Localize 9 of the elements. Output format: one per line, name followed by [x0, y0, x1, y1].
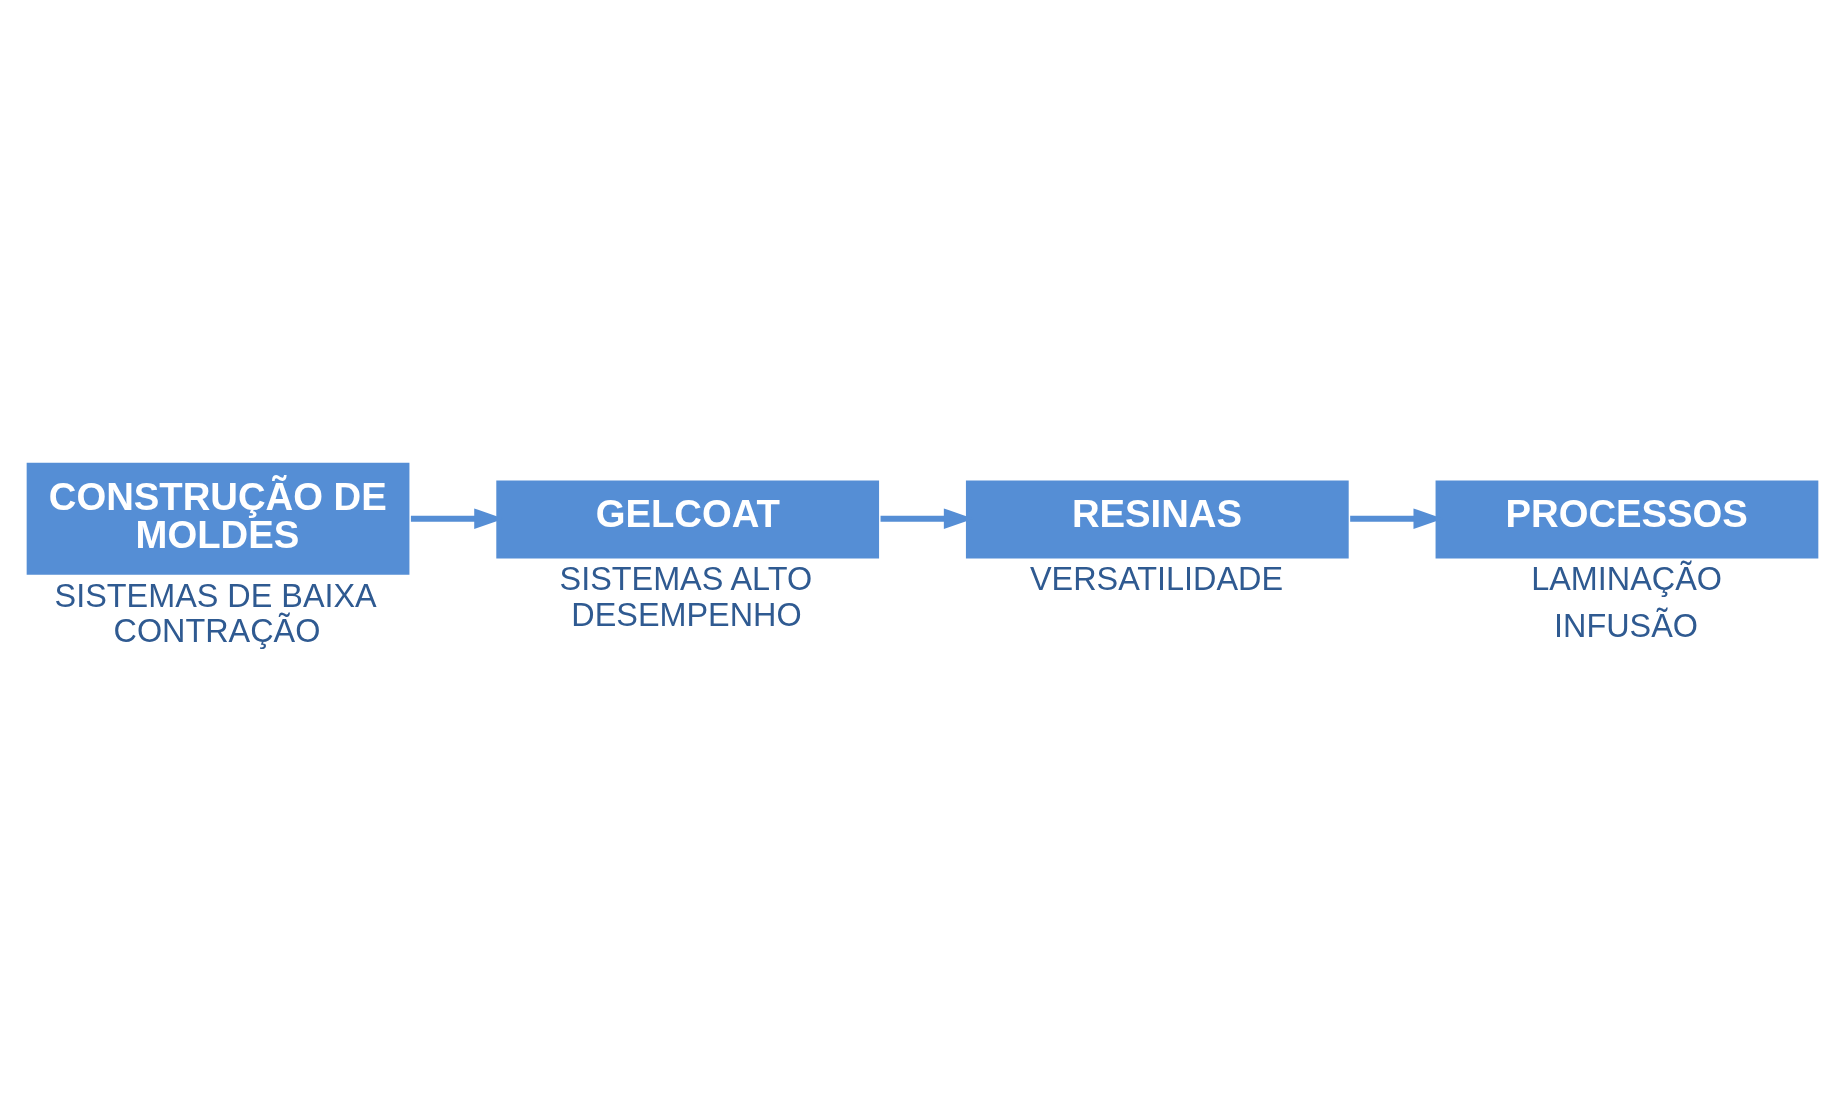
node-label: VERSATILIDADE: [1029, 560, 1283, 597]
node-label: LAMINAÇÃO: [1530, 560, 1722, 597]
node-box: RESINAS: [965, 480, 1349, 559]
node-label: SISTEMAS DE BAIXA CONTRAÇÃO: [54, 577, 377, 649]
node-box: PROCESSOS: [1435, 480, 1818, 559]
node-box: CONSTRUÇÃO DE MOLDES: [26, 462, 409, 575]
node-box: GELCOAT: [495, 480, 879, 559]
node-label: INFUSÃO: [1553, 607, 1698, 644]
node-label: SISTEMAS ALTO DESEMPENHO: [559, 560, 812, 633]
